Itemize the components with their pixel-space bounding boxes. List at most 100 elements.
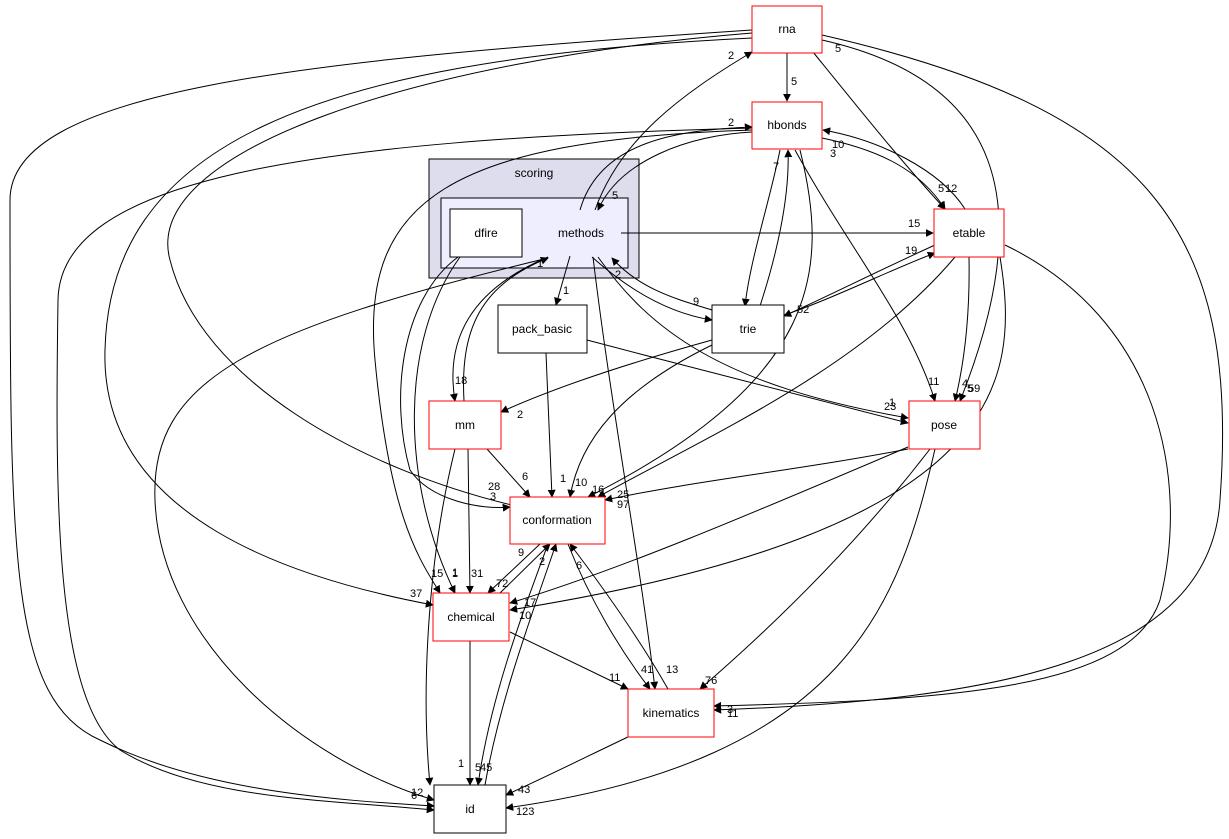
edge-rna-conformation bbox=[167, 32, 753, 510]
edge-etable-kinematics bbox=[713, 244, 1171, 710]
edge-mm-chemical bbox=[465, 448, 474, 594]
edge-label-chemical-id: 1 bbox=[458, 758, 464, 770]
edge-label-rna-hbonds: 5 bbox=[791, 76, 797, 88]
edge-etable-hbonds bbox=[822, 127, 966, 210]
cluster-scoring-label: scoring bbox=[515, 166, 554, 180]
edge-pack-basic-conformation bbox=[545, 352, 556, 498]
node-methods[interactable]: methods bbox=[558, 226, 604, 240]
node-pack-basic[interactable]: pack_basic bbox=[497, 304, 588, 354]
node-hbonds[interactable]: hbonds bbox=[751, 101, 823, 150]
edge-trie-etable bbox=[783, 251, 936, 316]
edge-label-pose-kinematics: 76 bbox=[705, 675, 717, 687]
node-mm[interactable]: mm bbox=[428, 400, 502, 450]
node-id-label: id bbox=[465, 802, 474, 816]
node-rna[interactable]: rna bbox=[751, 5, 823, 54]
edge-pose-id bbox=[505, 448, 936, 811]
edge-label-mm-conformation: 6 bbox=[522, 471, 528, 483]
edge-label-mm-methods: 1 bbox=[537, 258, 543, 270]
node-pack-basic-label: pack_basic bbox=[512, 322, 572, 336]
edge-label-conformation-kinematics: 6 bbox=[576, 560, 582, 572]
node-chemical[interactable]: chemical bbox=[432, 592, 510, 642]
edge-label-pose-id: 123 bbox=[516, 806, 534, 818]
edge-pack-basic-pose bbox=[586, 339, 909, 426]
edge-label-conformation-id: 5 bbox=[475, 762, 481, 774]
edge-methods-pose bbox=[597, 256, 909, 421]
edge-label-hbonds-methods: 5 bbox=[612, 190, 618, 202]
node-id[interactable]: id bbox=[433, 784, 507, 834]
edge-label-conformation-chemical-a: 9 bbox=[518, 547, 524, 559]
node-methods-label: methods bbox=[558, 226, 604, 240]
edge-label-etable-trie: 19 bbox=[905, 245, 917, 257]
edge-id-conformation bbox=[484, 543, 558, 786]
edge-label-id-conformation: 45 bbox=[480, 762, 492, 774]
edge-dfire-chemical bbox=[413, 256, 461, 594]
edge-label-pack-basic-conformation: 1 bbox=[560, 473, 566, 485]
edge-rna-id bbox=[9, 29, 753, 810]
edge-chemical-kinematics bbox=[509, 631, 629, 690]
edge-etable-pose bbox=[952, 256, 970, 402]
edge-label-etable-pose-b: 59 bbox=[968, 383, 980, 395]
edge-hbonds-pose bbox=[794, 149, 937, 402]
node-etable[interactable]: etable bbox=[933, 208, 1005, 258]
edge-conformation-chemical-a bbox=[487, 543, 541, 594]
edge-label-hbonds-pose: 11 bbox=[928, 376, 939, 388]
edge-rna-chemical bbox=[104, 37, 753, 608]
edge-label-methods-etable: 15 bbox=[908, 218, 920, 230]
edge-label-rna-etable: 5 bbox=[835, 43, 841, 55]
edge-label-hbonds-etable-a: 10 bbox=[832, 139, 844, 151]
node-kinematics[interactable]: kinematics bbox=[627, 688, 715, 738]
node-pose[interactable]: pose bbox=[908, 400, 981, 450]
edge-label-trie-hbonds: 7 bbox=[773, 161, 779, 173]
edge-trie-hbonds bbox=[759, 149, 793, 307]
edge-label-rna-chemical: 37 bbox=[410, 588, 422, 600]
edge-label-chemical-kinematics: 11 bbox=[609, 672, 620, 684]
edge-hbonds-methods bbox=[597, 131, 753, 211]
edge-hbonds-id bbox=[56, 127, 753, 814]
edge-rna-pose bbox=[821, 39, 1000, 402]
node-dfire-label: dfire bbox=[474, 226, 498, 240]
node-etable-label: etable bbox=[953, 226, 986, 240]
edge-hbonds-conformation bbox=[587, 149, 813, 498]
node-trie[interactable]: trie bbox=[711, 304, 785, 354]
edge-label-conformation-chemical-b: 72 bbox=[496, 578, 508, 590]
edge-label-methods-conformation: 3 bbox=[490, 491, 496, 503]
node-kinematics-label: kinematics bbox=[643, 706, 700, 720]
node-conformation[interactable]: conformation bbox=[509, 496, 606, 545]
edge-chemical-conformation bbox=[499, 543, 551, 594]
edge-label-methods-trie: 9 bbox=[693, 296, 699, 308]
edge-rna-etable bbox=[812, 51, 946, 210]
edge-label-hbonds-etable-b: 5 bbox=[938, 183, 944, 195]
edge-methods-conformation bbox=[400, 256, 511, 512]
edge-label-methods-pack-basic: 1 bbox=[563, 285, 569, 297]
edge-methods-kinematics bbox=[592, 256, 659, 690]
edge-label-trie-mm: 2 bbox=[517, 409, 523, 421]
edge-trie-conformation bbox=[567, 344, 713, 498]
edge-methods-pack-basic bbox=[554, 255, 571, 306]
edge-label-methods-kinematics: 13 bbox=[666, 664, 678, 676]
edge-etable-conformation bbox=[597, 256, 956, 498]
edge-methods-mm bbox=[449, 256, 549, 402]
edge-mm-methods bbox=[463, 256, 549, 402]
edges bbox=[9, 29, 1224, 814]
edge-label-etable-conformation: 25 bbox=[617, 489, 629, 501]
edge-kinematics-id bbox=[505, 735, 631, 796]
node-dfire[interactable]: dfire bbox=[449, 208, 523, 258]
node-trie-label: trie bbox=[740, 322, 757, 336]
edge-kinematics-conformation bbox=[569, 543, 669, 690]
edge-label-hbonds-conformation: 16 bbox=[592, 484, 604, 496]
edge-label-etable-kinematics: 11 bbox=[727, 708, 738, 720]
node-mm-label: mm bbox=[455, 418, 475, 432]
edge-label-methods-pose: 23 bbox=[884, 401, 896, 413]
node-conformation-label: conformation bbox=[522, 513, 591, 527]
edge-methods-id bbox=[154, 257, 549, 802]
edge-etable-chemical bbox=[509, 256, 1006, 613]
edge-label-methods-hbonds: 2 bbox=[728, 117, 734, 129]
edge-pose-chemical bbox=[509, 446, 909, 605]
edge-label-kinematics-conformation: 41 bbox=[641, 664, 653, 676]
edge-label-hbonds-trie: 3 bbox=[830, 148, 836, 160]
edge-label-trie-conformation: 10 bbox=[575, 477, 587, 489]
edge-label-dfire-chemical: 1 bbox=[452, 568, 458, 580]
edge-pose-kinematics bbox=[699, 448, 931, 690]
edge-label-pose-conformation: 97 bbox=[617, 499, 629, 511]
edge-label-hbonds-chemical: 15 bbox=[431, 568, 443, 580]
